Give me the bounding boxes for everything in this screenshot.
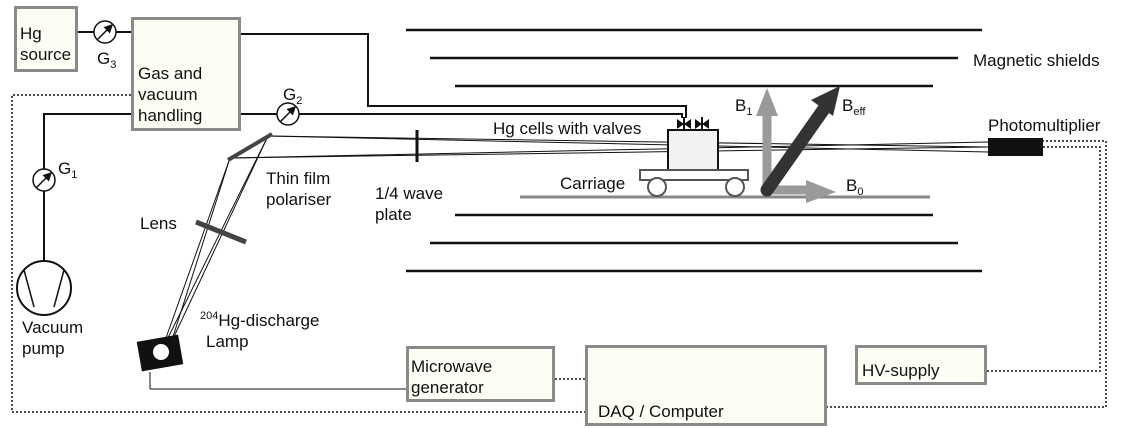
gauge-g3-label: G3 bbox=[97, 49, 117, 71]
b1-label: B1 bbox=[735, 96, 753, 118]
carriage-label: Carriage bbox=[560, 174, 626, 193]
hv-supply-box bbox=[855, 345, 987, 385]
magnetic-shields-label: Magnetic shields bbox=[973, 51, 1100, 70]
gas-line-pump bbox=[43, 113, 131, 262]
field-arrows bbox=[756, 86, 840, 203]
gas-vacuum-box bbox=[131, 17, 241, 131]
magnetic-shield-plates bbox=[406, 28, 982, 273]
hg-source-box bbox=[14, 6, 78, 72]
gauge-g1-label: G1 bbox=[58, 159, 78, 181]
b0-arrow-head bbox=[806, 180, 836, 203]
beff-arrow-shaft bbox=[760, 99, 833, 197]
b1-arrow-head bbox=[756, 88, 778, 116]
gas-to-daq-dotted bbox=[11, 94, 585, 413]
hv-supply-label: HV-supply bbox=[862, 361, 940, 380]
carriage-body bbox=[639, 169, 749, 197]
gas-lines bbox=[43, 31, 687, 262]
hg-cells-label: Hg cells with valves bbox=[493, 119, 642, 138]
b0-label: B0 bbox=[846, 176, 864, 198]
lamp-label: 204Hg-discharge Lamp bbox=[200, 310, 320, 351]
polariser-element bbox=[226, 132, 274, 162]
hg-cell bbox=[667, 129, 719, 171]
daq-computer-label: DAQ / Computer bbox=[598, 402, 724, 421]
photomultiplier-label: Photomultiplier bbox=[988, 116, 1101, 135]
gauge-symbols bbox=[32, 20, 300, 192]
discharge-lamp bbox=[136, 334, 184, 372]
signal-lines bbox=[11, 94, 1107, 413]
daq-to-pm-dotted bbox=[826, 140, 1107, 408]
photomultiplier-tube bbox=[988, 138, 1043, 156]
cell-valves bbox=[677, 117, 709, 131]
light-beams bbox=[160, 135, 989, 353]
microwave-generator-box bbox=[406, 346, 555, 402]
beff-label: Beff bbox=[842, 96, 866, 118]
pm-to-hv-dotted bbox=[987, 146, 1101, 372]
beff-arrow-head bbox=[811, 86, 840, 116]
lens-label: Lens bbox=[140, 214, 177, 233]
gas-line-middle bbox=[240, 113, 683, 118]
gas-line-top bbox=[240, 33, 687, 118]
vacuum-pump-symbol bbox=[16, 260, 72, 316]
lens-element bbox=[195, 219, 247, 245]
daq-computer-box bbox=[585, 345, 827, 426]
gauge-g2-label: G2 bbox=[283, 85, 303, 107]
